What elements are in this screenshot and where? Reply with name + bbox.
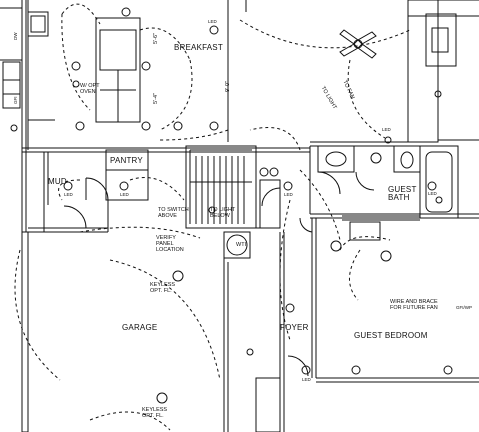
fixture-tag-dw: DW <box>13 32 18 41</box>
ceiling-fan-breakfast <box>339 29 377 59</box>
note-wire-brace: WIRE AND BRACE FOR FUTURE FAN <box>390 299 438 311</box>
exterior-wall-left <box>21 0 29 432</box>
note-gfi-wp: GFI/WP <box>456 305 472 310</box>
guest-bath-walls <box>317 145 459 221</box>
room-label-guest-bedroom: GUEST BEDROOM <box>354 331 428 340</box>
room-label-guest-bath: GUEST BATH <box>388 185 417 203</box>
room-label-garage: GARAGE <box>122 323 158 332</box>
note-keyless-2: KEYLESS OPT. FL. <box>142 407 168 419</box>
room-label-pantry: PANTRY <box>110 156 143 165</box>
closet-stair <box>259 179 281 229</box>
guest-bedroom-walls <box>310 213 479 383</box>
fixture-tag-led: LED <box>302 377 311 382</box>
dim-5-4: 5'-4" <box>153 93 159 104</box>
mud-room-walls <box>28 152 108 233</box>
dim-9-0: 9'-0" <box>225 81 231 92</box>
fixture-tag-gfi: GFI <box>13 96 18 105</box>
room-label-foyer: FOYER <box>280 323 309 332</box>
note-wopt-oven: W/ OPT OVEN <box>80 83 100 95</box>
stairs <box>185 145 260 229</box>
kitchen-counter <box>0 0 55 150</box>
fixture-tag-led: LED <box>64 192 73 197</box>
fixture-tag-led: LED <box>428 191 437 196</box>
fixture-tag-led: LED <box>284 192 293 197</box>
exterior-wall-right-upper <box>407 0 479 143</box>
electrical-symbols <box>10 7 453 404</box>
note-wti: WTI <box>236 242 247 248</box>
fixture-tag-led: LED <box>208 19 217 24</box>
foyer-walls <box>255 146 311 432</box>
pantry-walls <box>105 149 149 232</box>
note-keyless-1: KEYLESS OPT. FL. <box>150 282 176 294</box>
water-heater <box>223 231 251 259</box>
kitchen-island <box>95 17 141 123</box>
note-verify-panel: VERIFY PANEL LOCATION <box>156 235 184 253</box>
note-to-switch-above: TO SWITCH ABOVE <box>158 207 189 219</box>
note-to-light-below: TO LIGHT BELOW <box>210 207 236 219</box>
wiring-arcs <box>14 3 411 431</box>
fixture-tag-led: LED <box>120 192 129 197</box>
room-label-mud: MUD <box>48 177 67 186</box>
door-swings <box>63 171 375 377</box>
fixture-tag-led: LED <box>382 127 391 132</box>
room-label-breakfast: BREAKFAST <box>174 43 223 52</box>
dim-5-6: 5'-6" <box>153 33 159 44</box>
